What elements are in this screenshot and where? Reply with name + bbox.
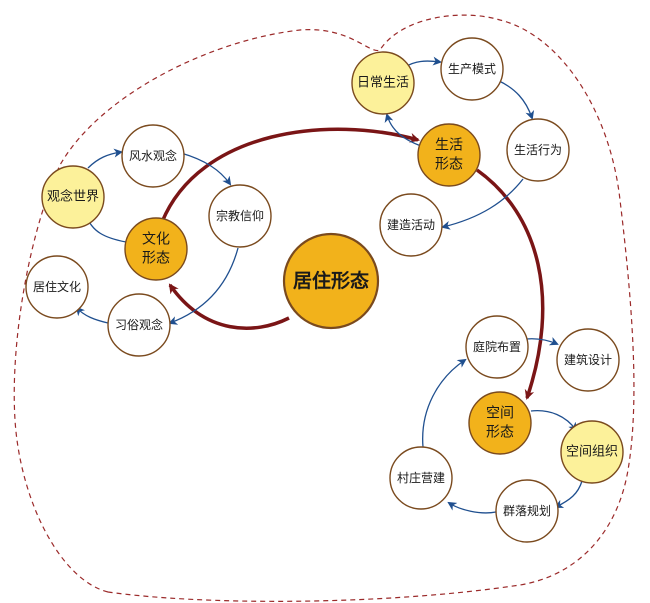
arrow-behavior-to-construction — [441, 178, 524, 230]
node-circle-space-org — [560, 420, 624, 484]
node-circle-production — [440, 37, 504, 101]
arrow-religion-to-custom — [168, 247, 239, 325]
arrow-center-to-culture — [168, 283, 290, 330]
node-circle-village — [389, 446, 453, 510]
node-label-fengshui: 风水观念 — [129, 148, 177, 163]
node-label-life-1: 生活 — [435, 138, 463, 154]
node-architecture: 建筑设计 — [556, 328, 620, 392]
node-construction: 建造活动 — [379, 193, 443, 257]
node-label-settlement: 群落规划 — [503, 503, 551, 518]
arrow-spaceorg-to-settlement — [554, 480, 583, 508]
node-circle-space — [468, 391, 532, 455]
node-circle-courtyard — [465, 315, 529, 379]
node-label-culture-2: 形态 — [142, 250, 170, 266]
node-label-courtyard: 庭院布置 — [473, 339, 521, 354]
arrow-settlement-to-village — [447, 501, 497, 514]
node-circle-custom — [107, 293, 171, 357]
node-residence-culture: 居住文化 — [25, 255, 89, 319]
node-custom: 习俗观念 — [107, 293, 171, 357]
arrow-life-to-space — [475, 168, 545, 400]
node-life-behavior: 生活行为 — [506, 118, 570, 182]
node-circle-culture — [124, 217, 188, 281]
arrow-custom-to-residence-culture — [75, 306, 109, 324]
node-circle-ideology-world — [41, 165, 105, 229]
node-fengshui: 风水观念 — [121, 124, 185, 188]
arrow-production-to-behavior — [496, 79, 535, 120]
node-center: 居住形态 — [282, 232, 380, 330]
node-label-culture-1: 文化 — [142, 232, 170, 248]
node-circle-life — [417, 123, 481, 187]
node-label-space-org: 空间组织 — [566, 445, 618, 460]
node-circle-center — [282, 232, 380, 330]
node-production: 生产模式 — [440, 37, 504, 101]
node-settlement: 群落规划 — [495, 479, 559, 543]
node-label-production: 生产模式 — [448, 62, 496, 76]
node-religion: 宗教信仰 — [208, 184, 272, 248]
node-circle-fengshui — [121, 124, 185, 188]
arrow-daily-to-production — [404, 56, 442, 68]
arrow-courtyard-to-architecture — [525, 337, 559, 346]
node-label-residence-culture: 居住文化 — [33, 279, 81, 294]
node-circle-settlement — [495, 479, 559, 543]
node-courtyard: 庭院布置 — [465, 315, 529, 379]
node-label-space-2: 形态 — [486, 424, 514, 440]
node-label-village: 村庄营建 — [397, 470, 445, 485]
node-label-ideology-world: 观念世界 — [47, 189, 99, 205]
node-circle-religion — [208, 184, 272, 248]
node-circle-construction — [379, 193, 443, 257]
node-circle-architecture — [556, 328, 620, 392]
arrow-life-to-daily — [384, 113, 422, 147]
arrow-village-to-courtyard — [422, 358, 467, 448]
node-village: 村庄营建 — [389, 446, 453, 510]
node-label-architecture: 建筑设计 — [564, 352, 612, 367]
arrow-culture-to-life — [160, 127, 420, 223]
arrow-fengshui-to-religion — [180, 152, 232, 186]
node-circle-daily-life — [351, 51, 415, 115]
node-circle-residence-culture — [25, 255, 89, 319]
outer-dashed-boundary — [13, 14, 635, 602]
arrow-ideology-to-fengshui — [87, 148, 123, 169]
node-circle-life-behavior — [506, 118, 570, 182]
node-space-org: 空间组织 — [560, 420, 624, 484]
node-label-construction: 建造活动 — [387, 218, 435, 232]
node-label-religion: 宗教信仰 — [216, 208, 264, 223]
node-label-space-1: 空间 — [486, 406, 514, 422]
node-ideology-world: 观念世界 — [41, 165, 105, 229]
node-label-life-behavior: 生活行为 — [514, 143, 562, 157]
node-label-life-2: 形态 — [435, 156, 463, 172]
arrow-space-to-spaceorg — [530, 410, 578, 432]
node-label-custom: 习俗观念 — [115, 317, 163, 332]
node-label-daily-life: 日常生活 — [357, 76, 409, 91]
node-label-center: 居住形态 — [293, 269, 369, 292]
node-daily-life: 日常生活 — [351, 51, 415, 115]
